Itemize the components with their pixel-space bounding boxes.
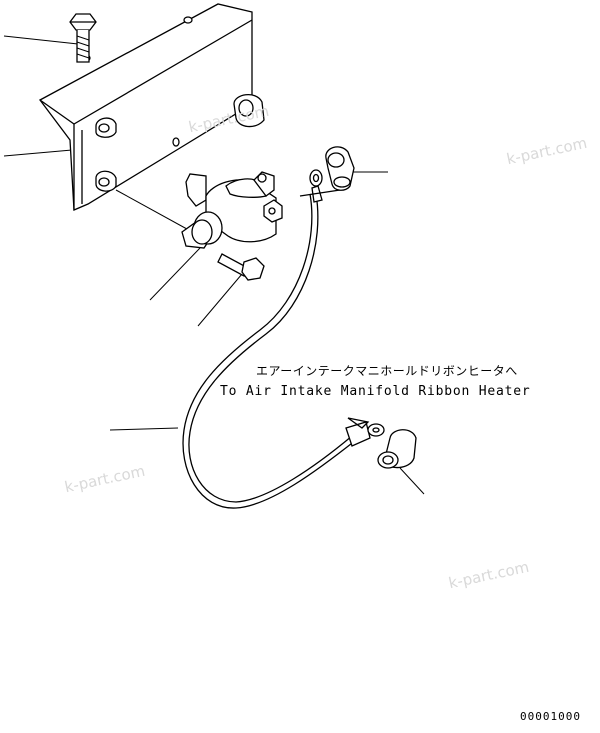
terminal-boot-top (325, 146, 355, 191)
leader-lines (3, 35, 425, 495)
leader-relay (149, 247, 201, 301)
ground-cable (182, 169, 385, 509)
leader-bolt-relay (197, 273, 243, 327)
bolt-relay (217, 253, 265, 281)
destination-label-english: To Air Intake Manifold Ribbon Heater (220, 384, 531, 399)
destination-label-japanese: エアーインテークマニホールドリボンヒータへ (256, 364, 518, 378)
leader-cable (109, 427, 179, 431)
leader-bracket (3, 149, 73, 157)
leader-bolt-top (3, 35, 79, 45)
terminal-boot-bottom (377, 429, 417, 469)
leader-boot-bottom (399, 467, 425, 495)
bolt-top (69, 13, 97, 63)
heater-relay (181, 171, 283, 249)
figure-number: 00001000 (520, 710, 581, 723)
